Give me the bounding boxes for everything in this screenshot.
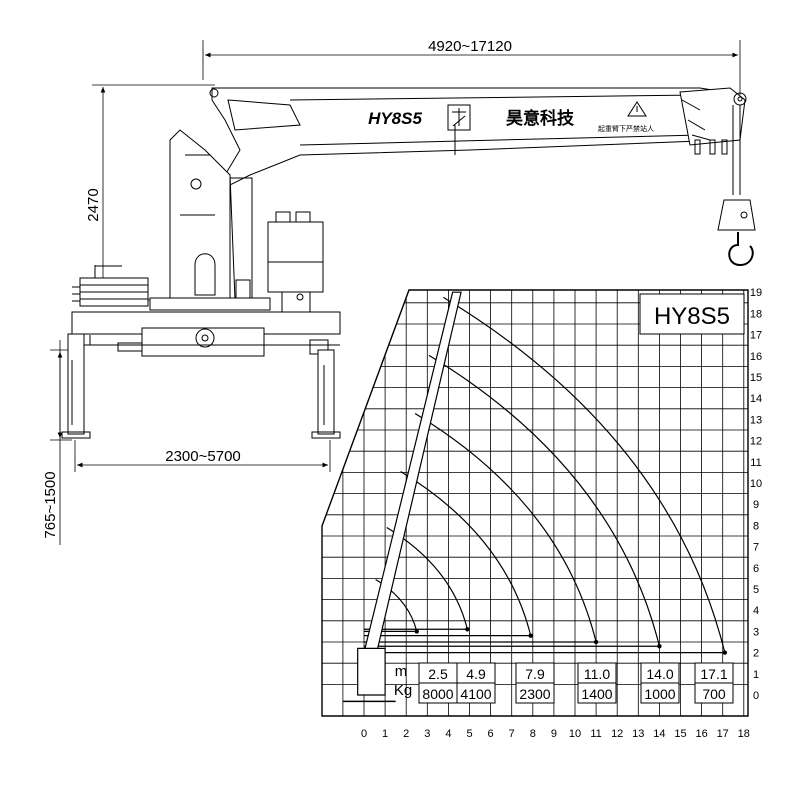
outrigger-leg-right [311,349,341,439]
x-tick-label: 0 [361,728,367,740]
hook-block [717,105,756,267]
load-radius-value: 17.1 [700,666,727,682]
x-tick-label: 6 [488,728,494,740]
dimension-reach: 4920~17120 [202,38,741,95]
load-radius-value: 2.5 [428,666,448,682]
load-chart-title: HY8S5 [654,303,730,330]
y-tick-label: 4 [753,605,759,617]
load-radius-value: 14.0 [646,666,673,682]
control-valve-stack [72,265,149,307]
load-radius-value: 4.9 [466,666,486,682]
y-tick-label: 19 [750,287,762,299]
load-chart-title-box [639,293,745,335]
x-tick-label: 7 [509,728,515,740]
base-frame [71,297,341,357]
y-tick-label: 12 [750,436,762,448]
load-capacity-value: 2300 [519,686,550,702]
x-tick-label: 5 [466,728,472,740]
chart-crane-base [357,647,386,696]
y-tick-label: 3 [753,626,759,638]
dimension-outrigger-span: 2300~5700 [74,440,331,472]
y-tick-label: 10 [750,478,762,490]
y-tick-label: 16 [750,351,762,363]
x-tick-label: 12 [611,728,623,740]
y-tick-label: 13 [750,414,762,426]
dimension-leg-stroke-label: 765~1500 [42,471,59,538]
load-curve [400,470,532,636]
load-capacity-value: 4100 [460,686,491,702]
x-tick-label: 17 [717,728,729,740]
y-tick-label: 15 [750,372,762,384]
y-tick-label: 5 [753,584,759,596]
load-chart-boom [342,291,462,703]
load-curve [428,354,660,647]
x-tick-label: 15 [674,728,686,740]
load-curve [443,296,726,653]
crane-side-view: HY8S5 昊意科技 起重臂下严禁站人 [61,87,756,439]
x-tick-label: 9 [551,728,557,740]
brand-logo-icon [447,104,471,131]
y-tick-label: 11 [750,457,761,469]
load-radius-value: 7.9 [525,666,545,682]
telescopic-boom [209,87,741,186]
boom-head [679,87,747,155]
dimension-leg-stroke: 765~1500 [42,340,72,545]
x-tick-label: 4 [445,728,451,740]
x-tick-label: 10 [569,728,581,740]
x-tick-label: 1 [382,728,388,740]
row-label-load: Kg [394,682,412,699]
outrigger-leg-left [61,333,91,439]
load-radius-value: 11.0 [584,666,610,682]
y-tick-label: 18 [750,308,762,320]
load-capacity-value: 1000 [644,686,675,702]
y-tick-label: 7 [753,542,759,554]
x-tick-label: 18 [738,728,750,740]
load-capacity-value: 1400 [581,686,612,702]
y-tick-label: 1 [753,669,759,681]
warning-triangle-icon [627,101,647,117]
y-tick-label: 17 [750,330,762,342]
boom-warning-label: 起重臂下严禁站人 [598,124,654,133]
y-tick-label: 0 [753,690,759,702]
y-tick-label: 2 [753,648,759,660]
load-capacity-value: 700 [702,686,726,702]
x-tick-label: 3 [424,728,430,740]
dimension-height-label: 2470 [85,188,102,221]
y-tick-label: 14 [750,393,762,405]
x-tick-label: 16 [695,728,707,740]
x-tick-label: 8 [530,728,536,740]
load-curve [414,412,597,643]
load-capacity-table: m Kg 2.5 8000 4.9 4100 7.9 2300 11.0 1400 14.0 10… [394,662,734,704]
x-tick-label: 2 [403,728,409,740]
y-tick-label: 8 [753,520,759,532]
boom-brand-label: 昊意科技 [506,108,575,128]
y-tick-label: 9 [753,499,759,511]
dimension-outrigger-span-label: 2300~5700 [165,448,241,465]
load-curves [364,296,728,655]
x-tick-label: 13 [632,728,644,740]
x-tick-label: 11 [590,728,601,740]
boom-model-label: HY8S5 [368,109,422,128]
hydraulic-oil-tank [267,211,324,318]
y-tick-label: 6 [753,563,759,575]
load-capacity-value: 8000 [422,686,453,702]
x-tick-label: 14 [653,728,665,740]
row-label-radius: m [395,663,408,680]
dimension-reach-label: 4920~17120 [428,38,512,55]
